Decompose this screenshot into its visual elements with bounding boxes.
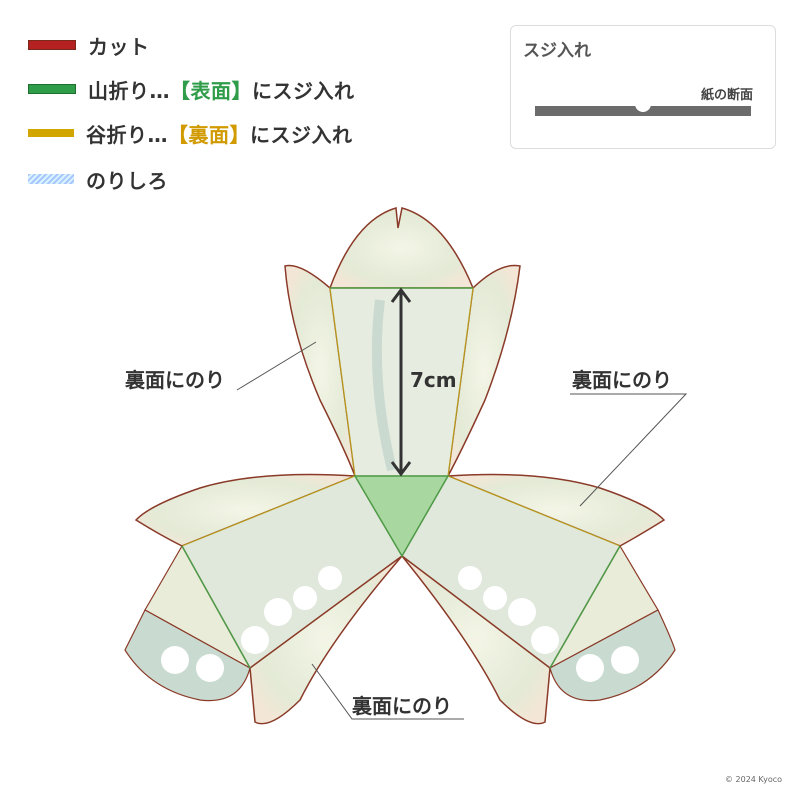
cut-line-swatch-icon [28, 40, 76, 50]
glue-label-right: 裏面にのり [572, 368, 672, 392]
legend-item-cut: カット [28, 30, 150, 60]
legend-label-glue: のりしろ [86, 168, 168, 193]
legend-item-valley-fold: 谷折り… 【裏面】 にスジ入れ [28, 118, 353, 148]
dimension-label: 7cm [410, 368, 457, 392]
score-box-title: スジ入れ [523, 41, 591, 61]
legend-tag-back: 【裏面】 [168, 122, 250, 147]
glue-label-left: 裏面にのり [125, 368, 225, 392]
paper-cross-section-caption: 紙の断面 [700, 88, 753, 103]
legend-item-mountain-fold: 山折り… 【表面】 にスジ入れ [28, 74, 355, 104]
center-triangle [353, 475, 450, 558]
legend-label-valley-prefix: 谷折り… [86, 122, 168, 147]
legend-tag-front: 【表面】 [170, 78, 252, 103]
legend-label-mountain-suffix: にスジ入れ [252, 78, 355, 103]
dimension-arrow-icon [390, 287, 412, 477]
leader-line-bottom [311, 663, 464, 720]
score-explanation-box: スジ入れ 紙の断面 [510, 25, 776, 149]
leader-line-right [570, 393, 688, 507]
glue-label-bottom: 裏面にのり [352, 694, 452, 718]
score-notch-icon [635, 104, 651, 112]
leader-line-left [236, 341, 317, 391]
legend-item-glue-margin: のりしろ [28, 164, 168, 194]
valley-fold-swatch-icon [28, 129, 74, 137]
left-petal [124, 473, 403, 725]
legend-label-mountain-prefix: 山折り… [88, 78, 170, 103]
right-petal [401, 473, 676, 725]
copyright: © 2024 Kyoco [724, 775, 782, 784]
mountain-fold-swatch-icon [28, 84, 76, 94]
legend-label-cut: カット [88, 34, 150, 59]
glue-margin-swatch-icon [28, 174, 74, 184]
legend-label-valley-suffix: にスジ入れ [250, 122, 353, 147]
